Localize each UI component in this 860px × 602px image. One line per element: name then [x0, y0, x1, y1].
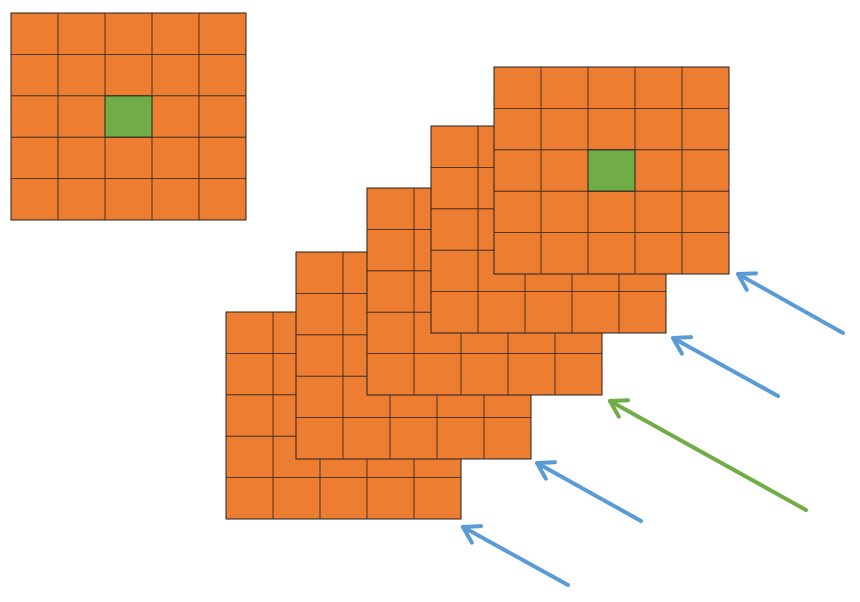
- arrow-head: [608, 398, 630, 419]
- arrow-to-layer-3: [608, 398, 808, 512]
- arrow-head: [461, 524, 483, 545]
- arrows: [461, 271, 845, 587]
- arrow-shaft: [671, 336, 780, 398]
- arrow-shaft: [736, 272, 845, 335]
- arrow-to-layer-1: [461, 524, 570, 587]
- arrow-head: [671, 335, 693, 356]
- stack-layer-5-highlight-cell: [587, 149, 636, 192]
- arrow-shaft: [535, 461, 643, 523]
- arrow-to-layer-2: [535, 460, 643, 523]
- single-grid-layer: [10, 12, 247, 221]
- single-grid: [10, 12, 247, 221]
- arrow-head: [736, 271, 758, 292]
- grid-stack: [225, 66, 730, 520]
- arrow-head: [535, 460, 557, 481]
- arrow-shaft: [608, 399, 808, 512]
- arrow-to-layer-4: [671, 335, 780, 398]
- stack-layer-5: [493, 66, 730, 275]
- single-grid-layer-highlight-cell: [104, 95, 153, 138]
- arrow-to-layer-5: [736, 271, 845, 335]
- arrow-shaft: [461, 525, 570, 587]
